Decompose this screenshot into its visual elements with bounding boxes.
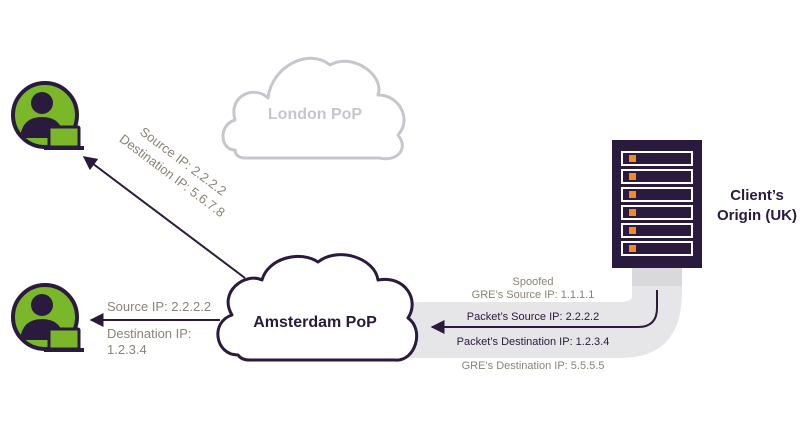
amsterdam-pop-label: Amsterdam PoP (253, 314, 377, 331)
tunnel-packet-source-ip: Packet’s Source IP: 2.2.2.2 (467, 311, 599, 323)
london-pop-label: London PoP (268, 106, 363, 123)
user-bottom (11, 283, 84, 352)
tunnel-gre-destination-ip: GRE’s Destination IP: 5.5.5.5 (462, 360, 605, 372)
cloud-icon (221, 56, 406, 161)
arrow-to-top-user (82, 156, 246, 279)
user-laptop-icon (11, 81, 84, 150)
direct-destination-ip-line1: Destination IP: (107, 326, 192, 341)
user-top (11, 81, 84, 150)
cloud-icon (216, 253, 419, 362)
server-icon (612, 140, 702, 268)
client-origin-server: Client’s Origin (UK) (612, 140, 797, 268)
gre-tunnel (395, 283, 682, 358)
direct-destination-ip-line2: 1.2.3.4 (107, 342, 147, 357)
direct-source-ip: Source IP: 2.2.2.2 (107, 299, 211, 314)
server-slots (621, 151, 693, 256)
origin-label-line1: Client’s (730, 187, 784, 204)
arrow-origin-to-amsterdam (430, 290, 658, 334)
diagonal-path-labels: Source IP: 2.2.2.2 Destination IP: 5.6.7… (117, 124, 230, 220)
tunnel-gre-source-ip: GRE’s Source IP: 1.1.1.1 (472, 289, 595, 301)
server-stand (632, 268, 682, 286)
tunnel-packet-destination-ip: Packet’s Destination IP: 1.2.3.4 (457, 336, 610, 348)
tunnel-spoofed: Spoofed (513, 276, 554, 288)
user-laptop-icon (11, 283, 84, 352)
london-pop-cloud: London PoP (221, 56, 406, 161)
amsterdam-pop-cloud: Amsterdam PoP (216, 253, 419, 362)
origin-label-line2: Origin (UK) (717, 207, 797, 224)
